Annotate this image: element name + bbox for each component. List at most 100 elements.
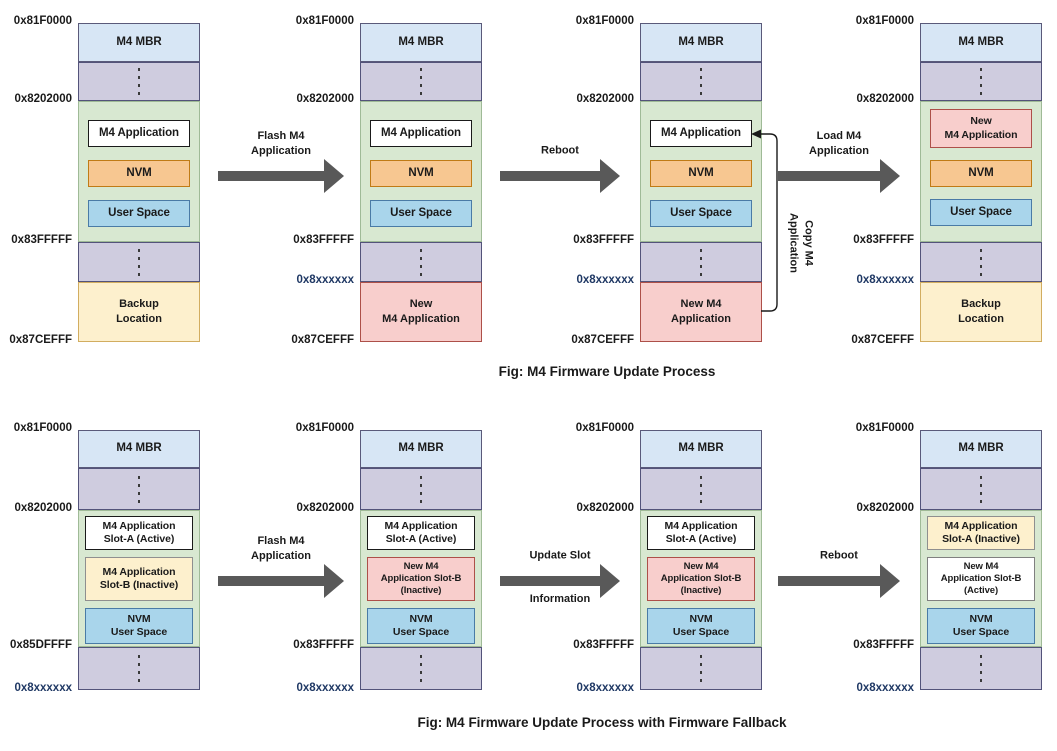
address-label: 0x81F0000 bbox=[855, 422, 914, 434]
label-line: User Space bbox=[672, 626, 730, 638]
address-label: 0x83FFFFF bbox=[573, 234, 634, 246]
address-label: 0x81F0000 bbox=[295, 422, 354, 434]
ellipsis-dot bbox=[979, 84, 983, 87]
address-label: 0x87CEFFF bbox=[291, 334, 354, 346]
dots-segment bbox=[920, 242, 1042, 282]
ellipsis-dot bbox=[137, 663, 141, 666]
dots-segment bbox=[640, 647, 762, 690]
label-line: NVM bbox=[408, 167, 434, 180]
label-line: NVM bbox=[409, 612, 433, 625]
address-label: 0x8xxxxxx bbox=[296, 274, 354, 286]
ellipsis-dot bbox=[699, 248, 703, 252]
mbr-segment: M4 MBR bbox=[920, 430, 1042, 468]
ellipsis-dot bbox=[979, 92, 983, 95]
label-line: M4 MBR bbox=[398, 35, 444, 48]
label-line: Location bbox=[116, 313, 162, 325]
figure-caption: Fig: M4 Firmware Update Process with Fir… bbox=[417, 715, 787, 730]
ellipsis-dot bbox=[699, 76, 703, 79]
label-line: M4 Application bbox=[661, 127, 741, 140]
address-label: 0x83FFFFF bbox=[293, 639, 354, 651]
ellipsis-dot bbox=[137, 248, 141, 252]
ellipsis-dot bbox=[419, 671, 423, 674]
address-label: 0x8xxxxxx bbox=[856, 682, 914, 694]
ellipsis-dot bbox=[137, 272, 141, 276]
vertical-ellipsis bbox=[699, 248, 703, 276]
ellipsis-dot bbox=[137, 491, 141, 495]
label-line: Flash M4 bbox=[257, 535, 305, 547]
label-line: M4 MBR bbox=[678, 35, 724, 48]
vertical-ellipsis bbox=[979, 475, 983, 503]
address-label: 0x8xxxxxx bbox=[576, 682, 634, 694]
vertical-ellipsis bbox=[979, 248, 983, 276]
ellipsis-dot bbox=[137, 68, 141, 71]
address-label: 0x8202000 bbox=[14, 502, 72, 514]
ellipsis-dot bbox=[979, 663, 983, 666]
label-line: Application Slot-B bbox=[380, 572, 462, 584]
arrow-shaft bbox=[778, 576, 881, 586]
label-line: M4 Application bbox=[102, 519, 176, 532]
ellipsis-dot bbox=[137, 499, 141, 503]
ellipsis-dot bbox=[137, 256, 141, 260]
ellipsis-dot bbox=[419, 68, 423, 71]
process-arrow bbox=[778, 564, 900, 598]
ellipsis-dot bbox=[419, 499, 423, 503]
label-line: New bbox=[970, 115, 992, 128]
label-line: Slot-A (Active) bbox=[103, 533, 175, 545]
dots-segment bbox=[360, 62, 482, 101]
ellipsis-dot bbox=[137, 76, 141, 79]
label-line: Backup bbox=[119, 298, 159, 311]
label-line: M4 MBR bbox=[958, 35, 1004, 48]
arrow-shaft bbox=[500, 171, 601, 181]
label-line: Application Slot-B bbox=[940, 572, 1022, 584]
address-label: 0x81F0000 bbox=[13, 422, 72, 434]
label-line: User Space bbox=[390, 207, 452, 220]
memory-box: NVM bbox=[650, 160, 752, 187]
dots-segment bbox=[360, 647, 482, 690]
label-line: M4 Application bbox=[384, 519, 458, 532]
address-label: 0x83FFFFF bbox=[853, 639, 914, 651]
address-label: 0x8202000 bbox=[296, 502, 354, 514]
ellipsis-dot bbox=[979, 256, 983, 260]
ellipsis-dot bbox=[699, 483, 703, 487]
label-line: User Space bbox=[950, 206, 1012, 219]
ellipsis-dot bbox=[419, 92, 423, 95]
arrow-label: Reboot bbox=[820, 549, 858, 564]
mbr-segment: M4 MBR bbox=[640, 430, 762, 468]
label-line: Slot-A (Inactive) bbox=[942, 533, 1020, 545]
ellipsis-dot bbox=[979, 272, 983, 276]
label-line: Application bbox=[809, 144, 869, 157]
memory-box: User Space bbox=[88, 200, 190, 227]
arrow-head bbox=[880, 564, 900, 598]
ellipsis-dot bbox=[419, 248, 423, 252]
ellipsis-dot bbox=[419, 256, 423, 260]
dots-segment bbox=[920, 647, 1042, 690]
address-label: 0x81F0000 bbox=[575, 422, 634, 434]
label-line: NVM bbox=[969, 612, 993, 625]
vertical-ellipsis bbox=[137, 655, 141, 682]
label-line: Load M4 bbox=[816, 130, 862, 142]
ellipsis-dot bbox=[419, 475, 423, 479]
ellipsis-dot bbox=[419, 655, 423, 658]
label-line: Copy M4 bbox=[802, 220, 815, 266]
label-line: M4 MBR bbox=[398, 442, 444, 455]
arrow-label: Load M4 Application bbox=[809, 129, 869, 158]
process-arrow bbox=[500, 564, 620, 598]
dots-segment bbox=[640, 62, 762, 101]
vertical-ellipsis bbox=[137, 475, 141, 503]
label-line: Slot-B (Inactive) bbox=[99, 579, 179, 591]
address-label: 0x83FFFFF bbox=[11, 234, 72, 246]
